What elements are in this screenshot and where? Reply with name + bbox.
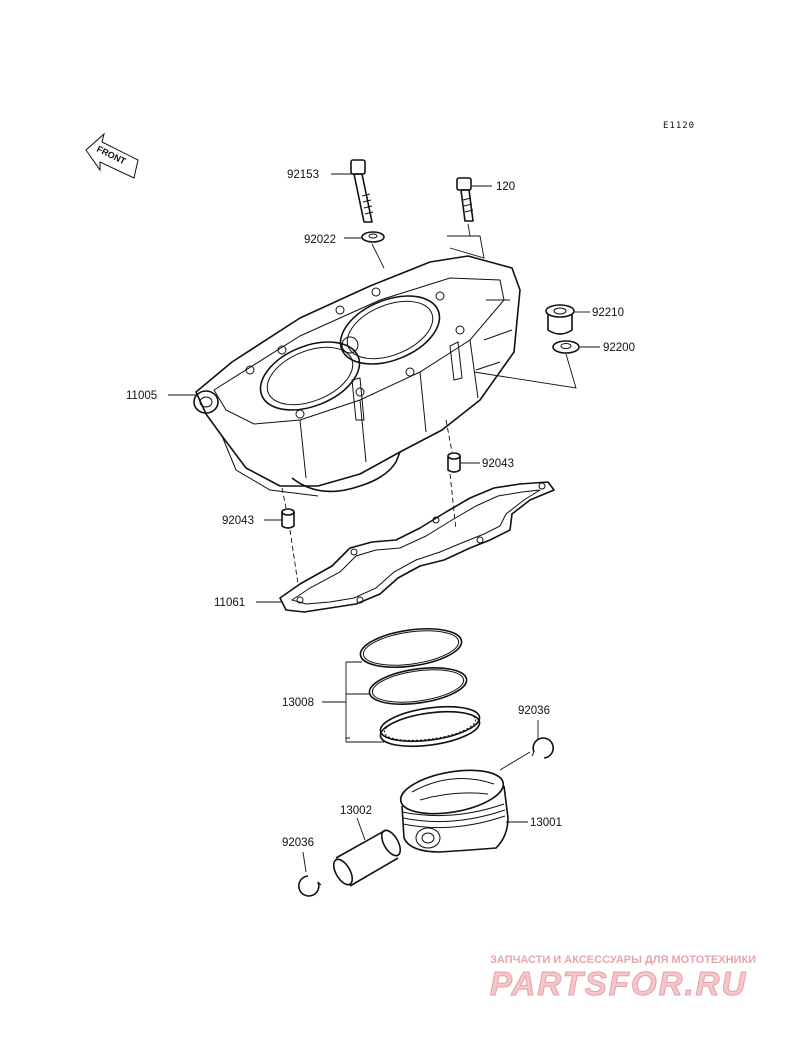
bolt-icon[interactable]	[350, 159, 374, 223]
front-arrow-icon: FRONT	[85, 132, 139, 179]
part-label-92043-left: 92043	[222, 515, 254, 527]
washer-icon[interactable]	[361, 231, 385, 243]
part-label-92036-left: 92036	[282, 837, 314, 849]
watermark-logo: PARTSFOR.RU	[490, 965, 747, 1002]
part-label-92210: 92210	[592, 307, 624, 319]
gasket-icon[interactable]	[279, 481, 555, 613]
part-label-92043-right: 92043	[482, 458, 514, 470]
bushing-icon[interactable]	[545, 304, 575, 335]
part-label-11061: 11061	[214, 597, 245, 609]
cylinder-block-icon[interactable]	[193, 255, 521, 497]
circlip-icon[interactable]	[298, 875, 322, 897]
part-label-92036-right: 92036	[518, 705, 550, 717]
part-label-92200: 92200	[603, 342, 635, 354]
part-label-11005: 11005	[126, 390, 157, 402]
piston-ring-icon[interactable]	[367, 662, 469, 709]
circlip-icon[interactable]	[531, 737, 554, 759]
part-label-92153: 92153	[287, 169, 319, 181]
part-label-120: 120	[496, 181, 515, 193]
part-label-92022: 92022	[304, 234, 336, 246]
piston-ring-icon[interactable]	[358, 623, 464, 673]
dowel-pin-icon[interactable]	[447, 452, 461, 473]
bolt-icon[interactable]	[456, 177, 474, 222]
diagram-code: E1120	[663, 121, 695, 131]
piston-pin-icon[interactable]	[330, 827, 404, 887]
dowel-pin-icon[interactable]	[281, 508, 295, 529]
watermark-tagline: ЗАПЧАСТИ И АКСЕССУАРЫ ДЛЯ МОТОТЕХНИКИ	[490, 954, 756, 966]
part-label-13001: 13001	[530, 817, 562, 829]
part-label-13002: 13002	[340, 805, 372, 817]
part-label-13008: 13008	[282, 697, 314, 709]
oil-ring-icon[interactable]	[378, 701, 481, 752]
washer-icon[interactable]	[552, 340, 580, 354]
piston-icon[interactable]	[397, 763, 509, 853]
